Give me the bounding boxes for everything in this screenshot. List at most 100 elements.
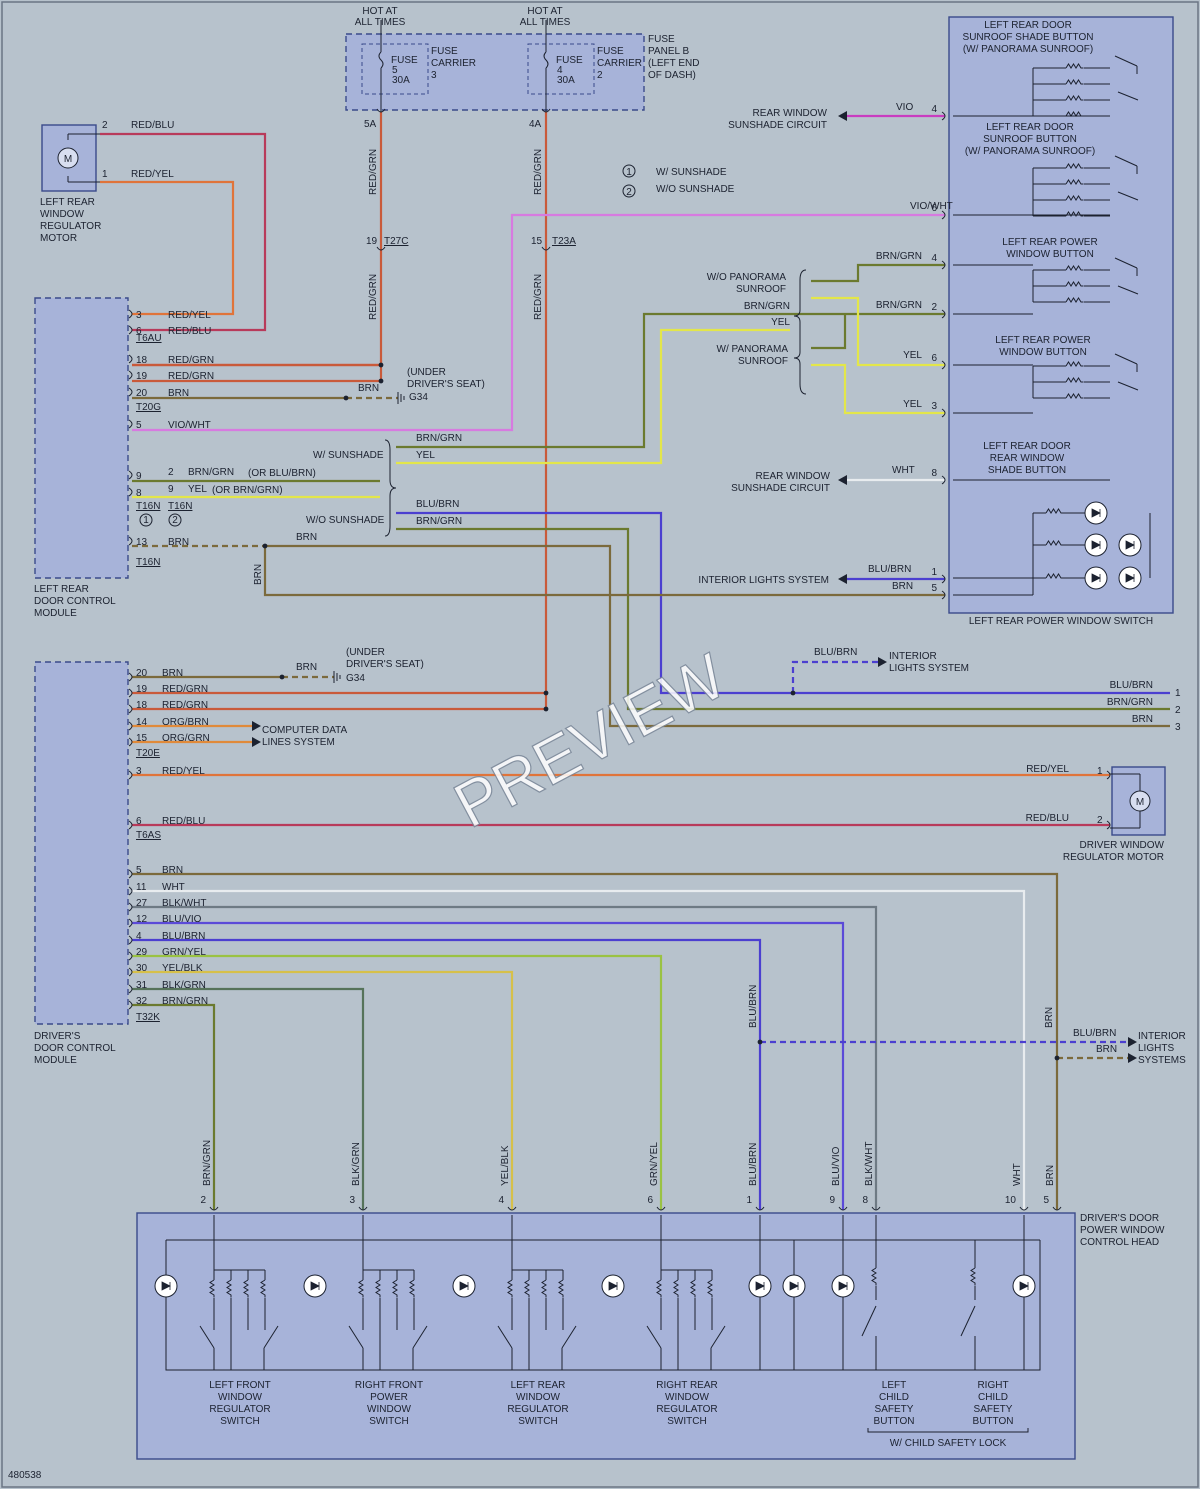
head-wire-8 bbox=[132, 905, 878, 1210]
ladder-res-1-0 bbox=[358, 1279, 364, 1298]
dr-module-pin-6: 6 bbox=[136, 816, 142, 827]
dr-module-wire-12: BLU/VIO bbox=[162, 914, 202, 925]
pwb2-res-0 bbox=[1065, 361, 1084, 367]
sb-b: SUNROOF BUTTON bbox=[983, 134, 1077, 145]
wo-panorama-b: SUNROOF bbox=[736, 284, 786, 295]
lr-switch-pinmark-6 bbox=[941, 475, 946, 485]
led-res-0 bbox=[1045, 508, 1064, 514]
head-wire-label-1: BLU/BRN bbox=[748, 1143, 759, 1186]
lr-module-pin-8: 8 bbox=[136, 488, 142, 499]
g34-wire: BRN bbox=[358, 383, 379, 394]
g34-wire-b: BRN bbox=[296, 662, 317, 673]
lr-module-pinmark-3 bbox=[128, 370, 133, 380]
brace-panorama bbox=[793, 269, 807, 395]
dr-module-pin-18: 18 bbox=[136, 700, 148, 711]
legend-two: W/O SUNSHADE bbox=[656, 184, 735, 195]
sb-c: (W/ PANORAMA SUNROOF) bbox=[965, 146, 1095, 157]
t27c-pin: 19 bbox=[366, 236, 378, 247]
lrsw-yel-6: YEL bbox=[903, 350, 922, 361]
g34-b: G34 bbox=[346, 673, 365, 684]
dr-module-pinmark-1 bbox=[128, 688, 133, 698]
lr-module-pin-9: 9 bbox=[136, 471, 142, 482]
lr-module-pin-3: 3 bbox=[136, 310, 142, 321]
pwb1-b: WINDOW BUTTON bbox=[1006, 249, 1094, 260]
ladder-res-2-1 bbox=[524, 1279, 530, 1298]
head-sw-label-2-0: LEFT REAR bbox=[511, 1380, 566, 1391]
out-wire-3: BRN bbox=[1132, 714, 1153, 725]
sb-res-2 bbox=[1065, 195, 1084, 201]
pwb2-a: LEFT REAR POWER bbox=[995, 335, 1090, 346]
wo-sunshade-label: W/O SUNSHADE bbox=[306, 515, 385, 526]
head-wire-label-8: BLK/WHT bbox=[864, 1142, 875, 1186]
child-res-l bbox=[871, 1267, 877, 1286]
brn-13-wire: BRN bbox=[296, 532, 317, 543]
ssb-a: LEFT REAR DOOR bbox=[984, 20, 1072, 31]
control-head-internals bbox=[154, 1215, 1041, 1371]
lr-module-pin-6: 6 bbox=[136, 326, 142, 337]
right-child-label-3: BUTTON bbox=[973, 1416, 1014, 1427]
arrow-data-1 bbox=[252, 721, 261, 731]
dr-module-pin-27: 27 bbox=[136, 898, 148, 909]
head-sw-label-1-1: POWER bbox=[370, 1392, 408, 1403]
lr-led-0-diode bbox=[1091, 508, 1101, 518]
panorama-wire-a: BRN/GRN bbox=[744, 301, 790, 312]
t23a-mark bbox=[541, 246, 551, 251]
dr-module-pinmark-12 bbox=[128, 951, 133, 961]
dr-module-pinmark-15 bbox=[128, 1000, 133, 1010]
il2-b: LIGHTS SYSTEM bbox=[889, 663, 969, 674]
ladder-res-3-0 bbox=[656, 1279, 662, 1298]
panel-d: OF DASH) bbox=[648, 70, 696, 81]
splice-layer bbox=[128, 108, 1137, 1211]
lrm-pin2: 2 bbox=[102, 120, 108, 131]
hot-label-2b: ALL TIMES bbox=[520, 17, 571, 28]
ladder-res-2-2 bbox=[541, 1279, 547, 1298]
lrm-label-b: WINDOW bbox=[40, 209, 84, 220]
lr-module-wire-5: VIO/WHT bbox=[168, 420, 211, 431]
dr-module-wire-32: BRN/GRN bbox=[162, 996, 208, 1007]
dr-module-wire-11: WHT bbox=[162, 882, 185, 893]
lr-module-wire-6: RED/BLU bbox=[168, 326, 211, 337]
dr-module-pin-32: 32 bbox=[136, 996, 148, 1007]
dr-module-pinmark-8 bbox=[128, 886, 133, 896]
head-wire-1 bbox=[132, 938, 762, 1210]
head-wire-6 bbox=[132, 954, 663, 1210]
lrm-label-a: LEFT REAR bbox=[40, 197, 95, 208]
dm-pinmark-1 bbox=[1106, 770, 1111, 780]
arrow-il3-b bbox=[1128, 1053, 1137, 1063]
splice-5a-a bbox=[378, 362, 384, 368]
ssb-res-0 bbox=[1065, 63, 1084, 69]
head-led-pin1b-diode bbox=[789, 1281, 799, 1291]
lr-switch-pin-4: 6 bbox=[931, 353, 937, 364]
dr-module-pinmark-5 bbox=[128, 770, 133, 780]
dm-pin-1: 1 bbox=[1097, 766, 1103, 777]
lr-motor-red-yel bbox=[100, 180, 235, 316]
lr-led-b-1-diode bbox=[1125, 540, 1135, 550]
head-led-pin1-diode bbox=[755, 1281, 765, 1291]
t23a-label: T23A bbox=[552, 236, 576, 247]
dr-module-wire-14: ORG/BRN bbox=[162, 717, 209, 728]
head-switch-2 bbox=[497, 1325, 577, 1370]
lr-switch-pinmark-5 bbox=[941, 408, 946, 418]
lr-module-wire-19: RED/GRN bbox=[168, 371, 214, 382]
arrow-interior bbox=[838, 574, 847, 584]
head-pin-1: 1 bbox=[746, 1195, 752, 1206]
il2-a: INTERIOR bbox=[889, 651, 937, 662]
brn-vertical: BRN bbox=[253, 564, 264, 585]
wosun-brn-grn bbox=[396, 527, 1170, 711]
lr-module-t16n-a: T16N bbox=[136, 501, 160, 512]
dr-module-pinmark-3 bbox=[128, 721, 133, 731]
splice-5a-b bbox=[378, 378, 384, 384]
head-pinmark-5 bbox=[838, 1206, 848, 1211]
wire-layer bbox=[100, 112, 1170, 1210]
dr-module-pin-31: 31 bbox=[136, 980, 148, 991]
fuse-4-icon bbox=[543, 20, 549, 112]
ladder-res-1-2 bbox=[392, 1279, 398, 1298]
lrm-label-d: MOTOR bbox=[40, 233, 77, 244]
ladder-rail-0 bbox=[213, 1215, 265, 1271]
ddcm-label-b: DOOR CONTROL bbox=[34, 1043, 116, 1054]
dr-module-wire-29: GRN/YEL bbox=[162, 947, 206, 958]
head-pin-10: 10 bbox=[1005, 1195, 1017, 1206]
lr-switch-pin-7: 1 bbox=[931, 567, 937, 578]
